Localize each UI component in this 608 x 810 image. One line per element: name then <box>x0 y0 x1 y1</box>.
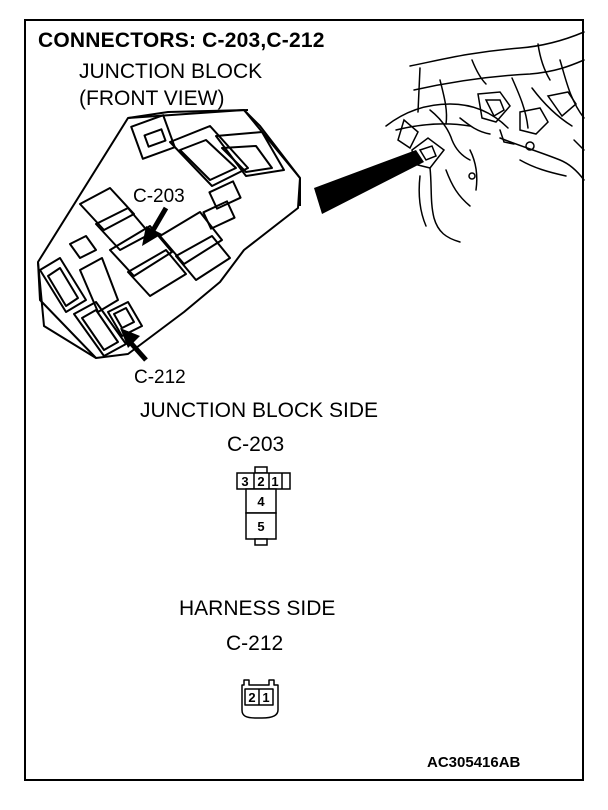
reference-code: AC305416AB <box>427 754 521 771</box>
c203-pin-3: 3 <box>241 474 248 489</box>
c203-pin-5: 5 <box>257 519 264 534</box>
junction-block-label: JUNCTION BLOCK <box>79 60 263 83</box>
harness-side-heading: HARNESS SIDE <box>179 597 336 620</box>
diagram-frame <box>24 19 584 781</box>
diagram-title: CONNECTORS: C-203,C-212 <box>38 29 325 52</box>
c212-callout-label: C-212 <box>134 367 186 388</box>
c203-pin-2: 2 <box>257 474 264 489</box>
c203-callout-label: C-203 <box>133 186 185 207</box>
c212-pin-1: 1 <box>262 690 269 705</box>
c203-pin-1: 1 <box>271 474 278 489</box>
c212-connector-label: C-212 <box>226 632 284 655</box>
c212-pin-2: 2 <box>248 690 255 705</box>
c203-connector-label: C-203 <box>227 433 285 456</box>
c203-pin-4: 4 <box>257 494 265 509</box>
front-view-label: (FRONT VIEW) <box>79 87 225 110</box>
junction-block-side-heading: JUNCTION BLOCK SIDE <box>140 399 379 422</box>
